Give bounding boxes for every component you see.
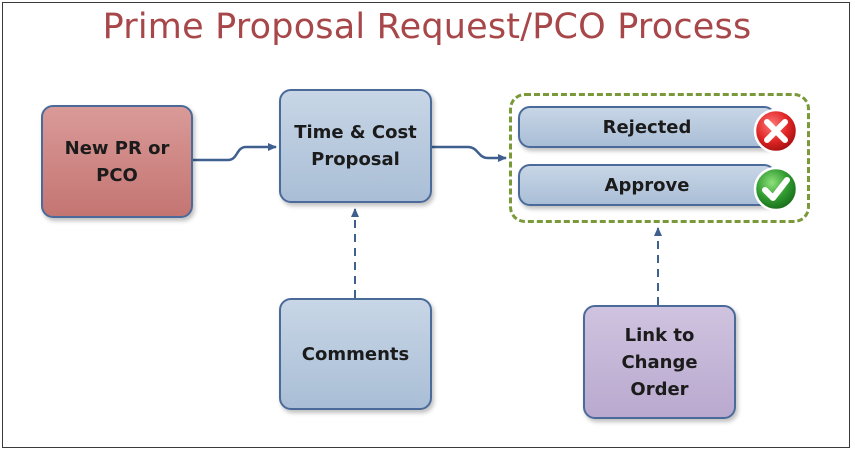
node-new-pr-label: New PR or PCO bbox=[64, 137, 170, 186]
check-circle-icon bbox=[753, 166, 799, 212]
outcome-rejected: Rejected bbox=[518, 106, 776, 148]
node-time-cost-label: Time & Cost Proposal bbox=[294, 122, 417, 170]
outcome-approve-label: Approve bbox=[604, 174, 690, 196]
arrow-newpr-to-proposal bbox=[193, 143, 277, 162]
node-comments: Comments bbox=[279, 298, 432, 410]
outcome-rejected-label: Rejected bbox=[602, 116, 692, 138]
diagram-title: Prime Proposal Request/PCO Process bbox=[102, 7, 752, 47]
outcome-approve: Approve bbox=[518, 164, 776, 206]
arrow-proposal-to-outcomes bbox=[432, 145, 507, 162]
node-time-cost-proposal: Time & Cost Proposal bbox=[279, 89, 432, 203]
x-circle-icon bbox=[753, 108, 799, 154]
node-link-change-order: Link to Change Order bbox=[583, 305, 736, 419]
outcomes-group bbox=[509, 93, 810, 223]
node-link-change-order-label: Link to Change Order bbox=[621, 324, 698, 400]
node-comments-label: Comments bbox=[301, 343, 410, 365]
node-new-pr: New PR or PCO bbox=[41, 105, 193, 218]
